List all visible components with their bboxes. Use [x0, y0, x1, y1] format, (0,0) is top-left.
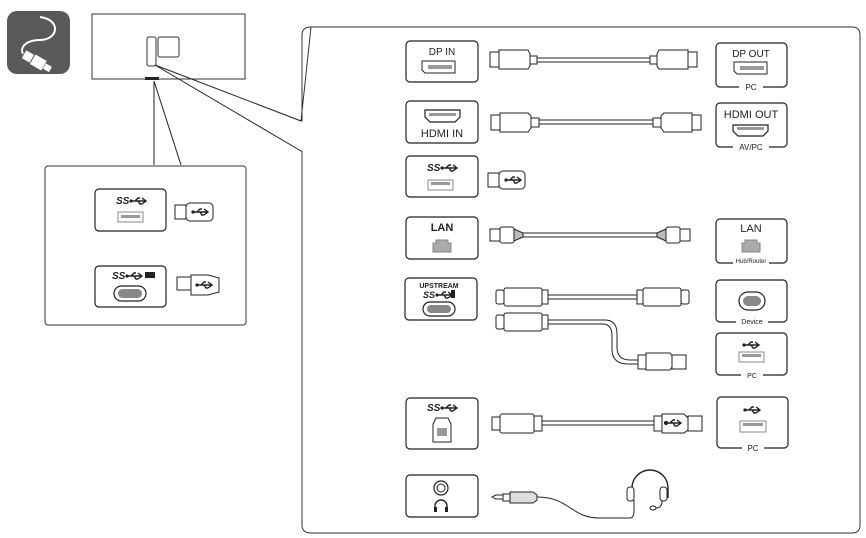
hdmi-in-port: HDMI IN [405, 100, 479, 144]
usb-a-device-plug [487, 170, 526, 190]
svg-text:LAN: LAN [431, 222, 454, 234]
row-usb-a: SS [405, 155, 526, 198]
superspeed-usb-charging-icon: SS [112, 271, 126, 282]
svg-text:PC: PC [747, 444, 758, 453]
side-panel-callout: SS SS [44, 165, 247, 326]
ethernet-cable [489, 226, 691, 244]
svg-text:HDMI IN: HDMI IN [421, 128, 463, 140]
svg-text:LAN: LAN [740, 223, 761, 235]
headphone-cable [490, 491, 635, 519]
row-lan: LAN LAN Hub/Router [405, 216, 788, 266]
svg-text:SS: SS [427, 163, 441, 174]
usb-c-device-target: Device [715, 279, 788, 326]
svg-text:DP IN: DP IN [429, 47, 456, 58]
lan-hub-router-target: LAN Hub/Router [715, 218, 788, 266]
usb-b-port: SS [405, 397, 479, 450]
svg-text:DP OUT: DP OUT [732, 49, 770, 60]
usb-b-to-a-cable [491, 413, 703, 434]
row-usb-b: SS PC [405, 396, 789, 453]
cable-connection-icon [7, 11, 70, 74]
usb-a-plug-icon [174, 202, 214, 222]
monitor-back-outline [91, 13, 246, 80]
headphone-port [405, 474, 479, 518]
usb-c-y-cable [495, 287, 690, 371]
svg-text:Hub/Router: Hub/Router [736, 259, 767, 265]
side-usb-a-port: SS [94, 188, 167, 232]
row-hdmi: HDMI IN HDMI OUT AV/PC [405, 100, 788, 152]
leader-lines [153, 64, 302, 166]
svg-text:HDMI OUT: HDMI OUT [724, 109, 779, 121]
usb-c-plug-icon [176, 274, 220, 296]
usb-a-pc-target-2: PC [716, 396, 789, 453]
hdmi-cable [490, 112, 702, 133]
headphone-icon [434, 499, 448, 512]
svg-text:SS: SS [427, 403, 441, 414]
headset-icon [626, 469, 669, 511]
svg-text:SS: SS [423, 290, 435, 300]
svg-text:PC: PC [747, 373, 757, 380]
displayport-cable [489, 49, 698, 70]
superspeed-usb-icon: SS [116, 196, 130, 207]
svg-text:AV/PC: AV/PC [739, 143, 763, 152]
lan-port: LAN [405, 216, 479, 260]
svg-text:PC: PC [745, 83, 756, 92]
row-usb-c-upstream: UPSTREAM SS [404, 277, 788, 380]
svg-text:UPSTREAM: UPSTREAM [419, 283, 458, 290]
row-headphone [405, 469, 669, 519]
dp-out-target: DP OUT PC [715, 42, 788, 92]
usb-a-pc-target: PC [715, 332, 788, 380]
hdmi-out-target: HDMI OUT AV/PC [715, 102, 788, 152]
upstream-usb-c-port: UPSTREAM SS [404, 277, 478, 321]
usb-a-port: SS [405, 155, 479, 198]
dp-in-port: DP IN [405, 40, 479, 83]
svg-text:Device: Device [741, 319, 763, 326]
side-usb-c-port: SS [94, 265, 167, 308]
row-displayport: DP IN DP OUT PC [405, 40, 788, 92]
